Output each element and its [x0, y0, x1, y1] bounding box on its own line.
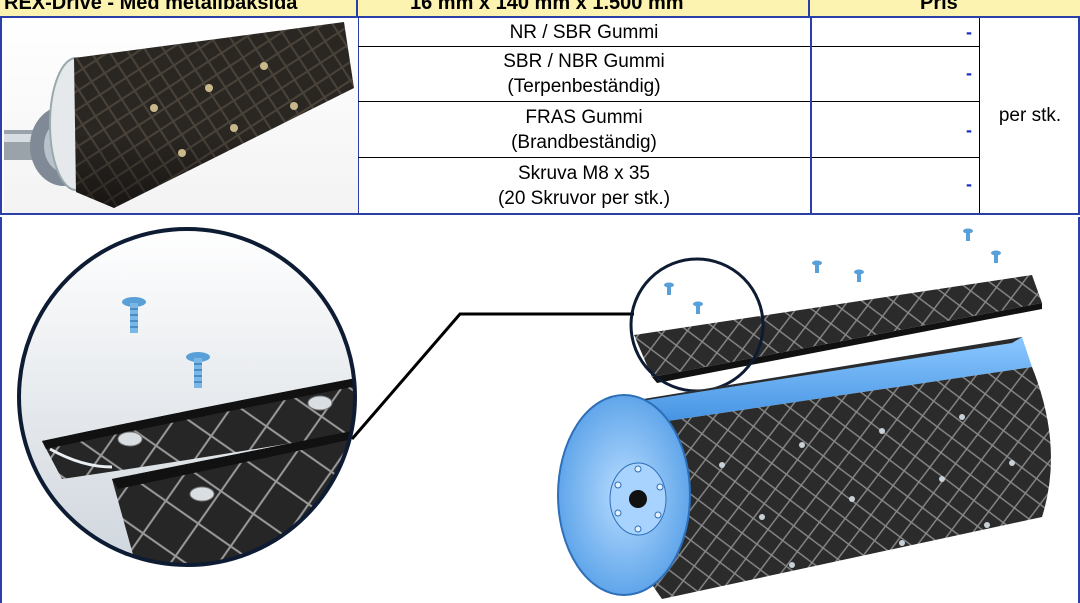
unit-label: per stk.: [998, 104, 1062, 126]
exploded-illustration: [0, 217, 1080, 603]
header-dimensions: 16 mm x 140 mm x 1.500 mm: [410, 0, 684, 14]
price-value: -: [966, 22, 972, 42]
screw-icon: [664, 228, 1001, 314]
material-name: NR / SBR Gummi: [509, 21, 659, 43]
price-column: - - - -: [810, 18, 980, 213]
price-row: -: [812, 102, 980, 158]
roller-photo-icon: [4, 22, 354, 208]
unit-cell: per stk.: [980, 18, 1080, 213]
material-note: (20 Skruvor per stk.): [497, 187, 671, 209]
header-product: REX-Drive - Med metallbaksida: [4, 0, 298, 14]
material-note: (Brandbeständig): [511, 131, 657, 153]
material-name: SBR / NBR Gummi: [503, 51, 665, 72]
magnifier-circle: [17, 227, 357, 567]
price-row: -: [812, 18, 980, 47]
material-column: NR / SBR Gummi SBR / NBR Gummi (Terpenbe…: [358, 18, 810, 213]
material-row: FRAS Gummi (Brandbeständig): [358, 102, 810, 158]
material-name: Skruva M8 x 35: [518, 162, 650, 184]
price-value: -: [966, 120, 972, 140]
price-row: -: [812, 47, 980, 102]
drum-body: [557, 337, 1051, 599]
material-row: NR / SBR Gummi: [358, 18, 810, 47]
material-note: (Terpenbeständig): [507, 76, 661, 97]
product-photo: [4, 18, 359, 213]
header-price: Pris: [920, 0, 958, 14]
screw-icon: [122, 297, 146, 333]
header-divider: [808, 0, 810, 16]
product-table: NR / SBR Gummi SBR / NBR Gummi (Terpenbe…: [0, 18, 1080, 215]
drum-roller-illustration: [17, 227, 1051, 599]
magnifier-connector: [350, 312, 634, 440]
material-row: Skruva M8 x 35 (20 Skruvor per stk.): [358, 158, 810, 213]
price-value: -: [966, 63, 972, 83]
price-value: -: [966, 174, 972, 194]
screw-icon: [186, 352, 210, 388]
header-divider: [356, 0, 358, 16]
material-name: FRAS Gummi: [525, 106, 643, 128]
rubber-strip: [634, 275, 1042, 377]
material-row: SBR / NBR Gummi (Terpenbeständig): [358, 47, 810, 102]
price-row: -: [812, 158, 980, 213]
table-header: REX-Drive - Med metallbaksida 16 mm x 14…: [0, 0, 1080, 18]
